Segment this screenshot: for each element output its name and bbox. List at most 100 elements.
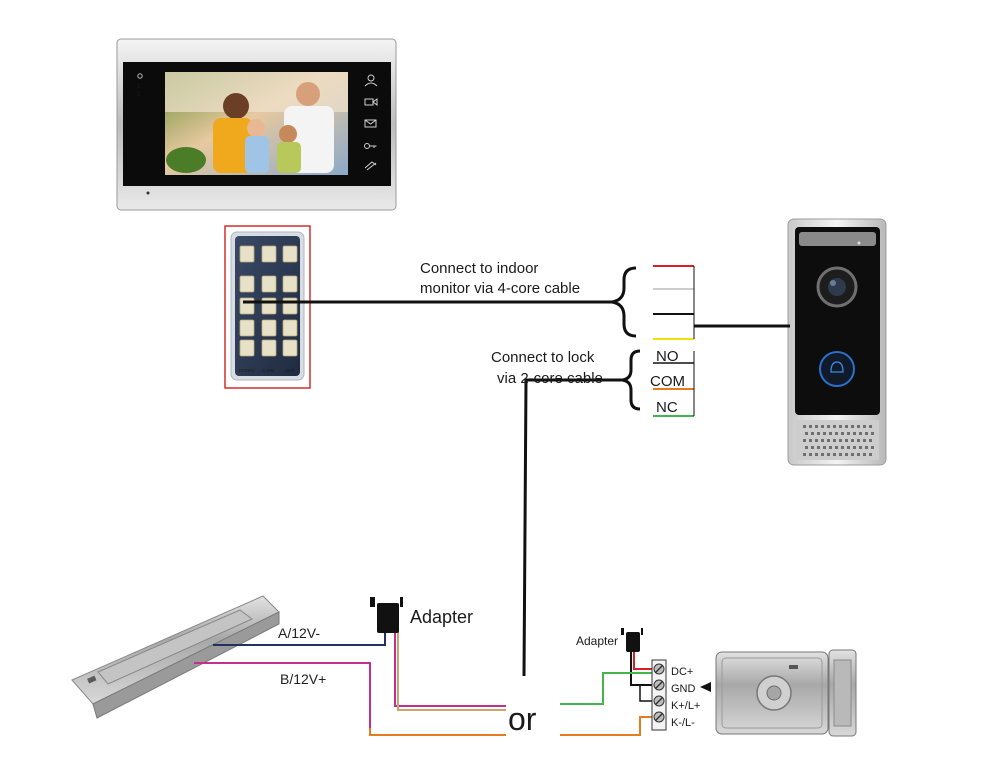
- label-adapter-large: Adapter: [410, 607, 473, 627]
- speaker-hole: [851, 439, 854, 442]
- screw-slot: [654, 680, 664, 690]
- connector-port: [261, 245, 277, 263]
- label-wire-a: A/12V-: [278, 625, 320, 641]
- speaker-hole: [859, 432, 862, 435]
- speaker-hole: [827, 425, 830, 428]
- connector-port: [261, 339, 277, 357]
- microphone-dot: [146, 191, 150, 195]
- terminal-nc: NC: [656, 399, 678, 416]
- speaker-hole: [851, 453, 854, 456]
- electric-rim-lock: [715, 649, 857, 737]
- connector-port: [282, 275, 298, 293]
- magnetic-lock: [71, 595, 280, 719]
- speaker-hole: [833, 439, 836, 442]
- person-icon[interactable]: [364, 74, 378, 87]
- connector-port: [239, 275, 255, 293]
- speaker-hole: [857, 425, 860, 428]
- screw-slot: [654, 696, 664, 706]
- family-photo: [165, 72, 348, 173]
- speaker-hole: [869, 439, 872, 442]
- label-connect-lock-2: via 2-core cable: [497, 370, 603, 387]
- speaker-hole: [829, 446, 832, 449]
- speaker-hole: [833, 453, 836, 456]
- speaker-hole: [823, 432, 826, 435]
- speaker-hole: [839, 453, 842, 456]
- speaker-hole: [869, 453, 872, 456]
- speaker-hole: [853, 432, 856, 435]
- call-button[interactable]: [819, 351, 855, 387]
- connector-port: [239, 245, 255, 263]
- video-icon[interactable]: [364, 98, 378, 106]
- speaker-hole: [857, 453, 860, 456]
- power-indicator-icon: [137, 73, 143, 79]
- terminal-gnd: GND: [671, 683, 696, 695]
- speaker-hole: [817, 432, 820, 435]
- connector-port: [282, 319, 298, 337]
- speaker-hole: [859, 446, 862, 449]
- terminal-k-minus: K-/L-: [671, 717, 695, 729]
- label-connect-lock-1: Connect to lock: [491, 349, 595, 366]
- connector-port: [239, 339, 255, 357]
- connector-port: [239, 319, 255, 337]
- connector-port: [239, 297, 255, 315]
- board-label-cam2: CAM2: [262, 368, 275, 373]
- lock-wiring: [560, 652, 656, 736]
- speaker-hole: [853, 446, 856, 449]
- speaker-hole: [845, 439, 848, 442]
- speaker-hole: [841, 432, 844, 435]
- connector-port: [282, 339, 298, 357]
- speaker-hole: [857, 439, 860, 442]
- connector-port: [261, 319, 277, 337]
- label-connect-monitor-2: monitor via 4-core cable: [420, 280, 580, 297]
- speaker-hole: [835, 432, 838, 435]
- speaker-hole: [803, 453, 806, 456]
- indicator-1: 1: [137, 84, 141, 90]
- speaker-hole: [817, 446, 820, 449]
- speaker-hole: [845, 425, 848, 428]
- speaker-hole: [835, 446, 838, 449]
- envelope-icon[interactable]: [364, 119, 377, 128]
- speaker-hole: [833, 425, 836, 428]
- speaker-hole: [863, 453, 866, 456]
- adapter-large-icon: [370, 597, 403, 633]
- speaker-hole: [803, 439, 806, 442]
- board-label-door2: DOOR2: [239, 368, 256, 373]
- indicator-2: 2: [137, 92, 141, 98]
- terminal-k-plus: K+/L+: [671, 700, 700, 712]
- connector-port: [261, 275, 277, 293]
- outdoor-door-station: CALL: [787, 218, 887, 466]
- speaker-hole: [805, 446, 808, 449]
- speaker-hole: [841, 446, 844, 449]
- screw-slot: [654, 712, 664, 722]
- speaker-hole: [871, 432, 874, 435]
- mic-hole: [857, 241, 861, 245]
- call-label: CALL: [831, 377, 844, 383]
- speaker-hole: [851, 425, 854, 428]
- screw-slot: [654, 664, 664, 674]
- key-icon[interactable]: [364, 143, 377, 149]
- speaker-hole: [863, 425, 866, 428]
- label-adapter-small: Adapter: [576, 634, 618, 648]
- lock-terminal-block: [651, 659, 667, 731]
- gnd-arrow-icon: [700, 682, 711, 692]
- speaker-hole: [827, 453, 830, 456]
- speaker-hole: [815, 425, 818, 428]
- speaker-hole: [809, 439, 812, 442]
- adapter-small-icon: [621, 628, 643, 652]
- speaker-hole: [863, 439, 866, 442]
- speaker-hole: [811, 432, 814, 435]
- speaker-hole: [865, 446, 868, 449]
- unlock-icon[interactable]: [364, 161, 377, 171]
- speaker-hole: [815, 453, 818, 456]
- speaker-hole: [839, 439, 842, 442]
- speaker-hole: [803, 425, 806, 428]
- monitor-wiring: [243, 265, 790, 340]
- terminal-com: COM: [650, 373, 685, 390]
- label-wire-b: B/12V+: [280, 671, 326, 687]
- speaker-hole: [865, 432, 868, 435]
- speaker-hole: [845, 453, 848, 456]
- label-connect-monitor-1: Connect to indoor: [420, 260, 538, 277]
- speaker-hole: [809, 425, 812, 428]
- speaker-hole: [821, 453, 824, 456]
